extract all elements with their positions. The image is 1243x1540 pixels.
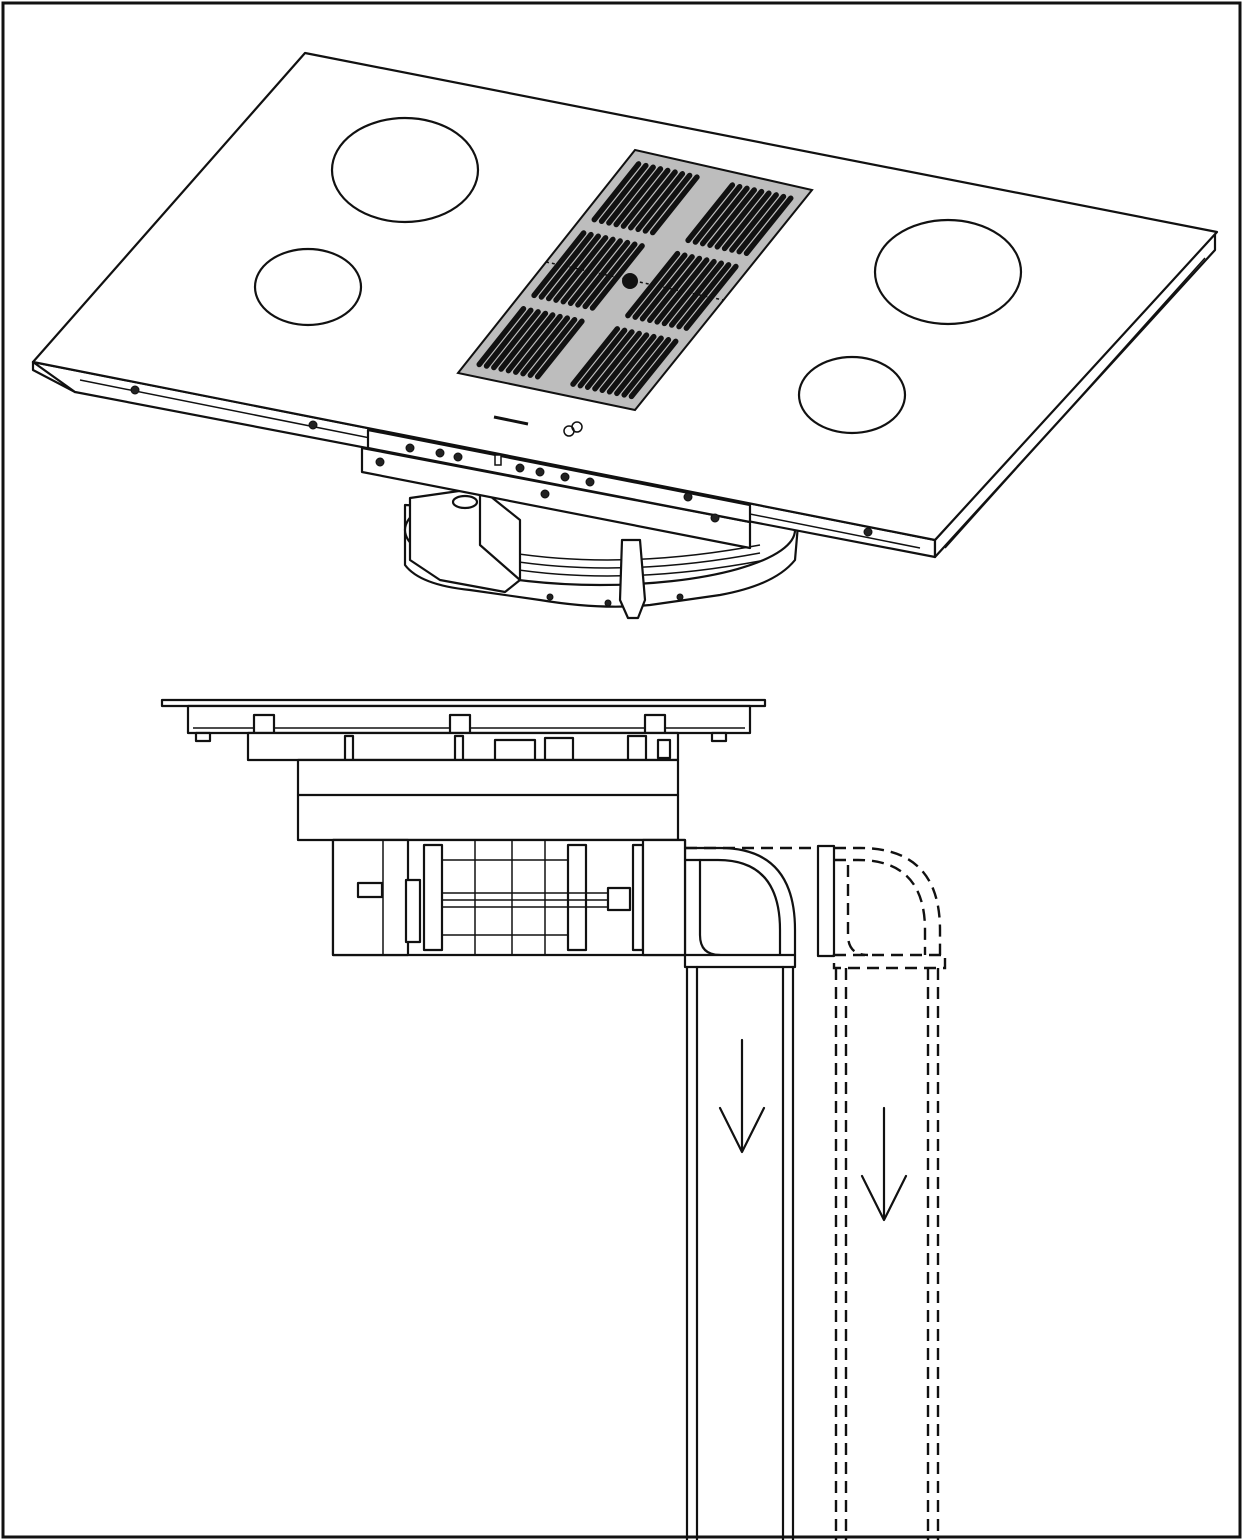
grille-slot bbox=[676, 262, 732, 330]
side-plenum-box bbox=[296, 758, 680, 842]
grille-slot bbox=[498, 310, 549, 372]
grille-slot bbox=[606, 164, 656, 226]
grille-slot bbox=[628, 338, 679, 400]
side-glass-plate bbox=[160, 698, 767, 708]
grille-slot bbox=[707, 187, 758, 248]
cooking-zone-rear-right bbox=[873, 218, 1023, 326]
duct-elbow-dashed bbox=[685, 844, 947, 970]
cooktop-isometric-view bbox=[31, 51, 1219, 620]
grille-slot bbox=[505, 312, 556, 374]
control-bracket bbox=[360, 428, 752, 550]
duct-pipe-solid bbox=[685, 965, 795, 1540]
grille-slot bbox=[628, 169, 678, 231]
grille-slot bbox=[575, 239, 631, 308]
arrow-down-icon bbox=[718, 1038, 766, 1154]
arrow-down-icon-dashed bbox=[860, 1106, 908, 1222]
grille-slot bbox=[591, 161, 642, 223]
grille-slot bbox=[729, 192, 779, 253]
grille-slot bbox=[743, 195, 794, 257]
duct-pipe-dashed bbox=[834, 968, 940, 1540]
grille-slot bbox=[613, 166, 664, 228]
grille-slot bbox=[520, 315, 571, 377]
grille-slot bbox=[553, 235, 609, 303]
grille-slot bbox=[714, 188, 765, 250]
cooking-zone-front-left bbox=[253, 247, 363, 327]
grille-slot bbox=[545, 233, 602, 302]
grille-slot bbox=[736, 193, 787, 255]
grille-slot bbox=[635, 171, 686, 233]
duct-elbow-solid bbox=[683, 846, 797, 969]
grille-center-knob bbox=[622, 273, 638, 289]
cooktop-side-elevation bbox=[160, 698, 947, 1540]
grille-slot bbox=[639, 254, 695, 322]
grille-slot bbox=[647, 255, 703, 324]
grille-slot bbox=[534, 318, 585, 380]
grille-slot bbox=[599, 332, 650, 394]
grille-slot bbox=[527, 316, 578, 378]
grille-slot bbox=[642, 172, 693, 234]
grille-slot bbox=[721, 190, 772, 252]
cooking-zone-front-right bbox=[797, 355, 907, 435]
grille-slot bbox=[620, 167, 671, 229]
grille-slot bbox=[598, 162, 649, 224]
grille-slot bbox=[668, 260, 725, 328]
grille-slot bbox=[491, 309, 541, 371]
grille-slot bbox=[582, 241, 638, 310]
grille-slot bbox=[570, 326, 621, 387]
side-blower-unit bbox=[331, 838, 687, 957]
grille-slot bbox=[649, 174, 700, 236]
grille-slot bbox=[685, 182, 736, 244]
grille-slot bbox=[592, 330, 642, 392]
grille-slot bbox=[606, 333, 657, 395]
grille-slot bbox=[476, 306, 527, 368]
grille-slot bbox=[699, 185, 750, 247]
extraction-grille bbox=[456, 148, 814, 412]
cooking-zone-rear-left bbox=[330, 116, 480, 224]
grille-slot bbox=[483, 307, 534, 369]
grille-slot bbox=[692, 183, 743, 245]
grille-slot bbox=[621, 337, 672, 398]
grille-slot bbox=[584, 329, 635, 390]
grille-slot bbox=[512, 313, 563, 375]
grille-slot bbox=[614, 335, 664, 397]
grille-slot bbox=[577, 327, 628, 389]
touch-control-panel bbox=[493, 415, 583, 437]
